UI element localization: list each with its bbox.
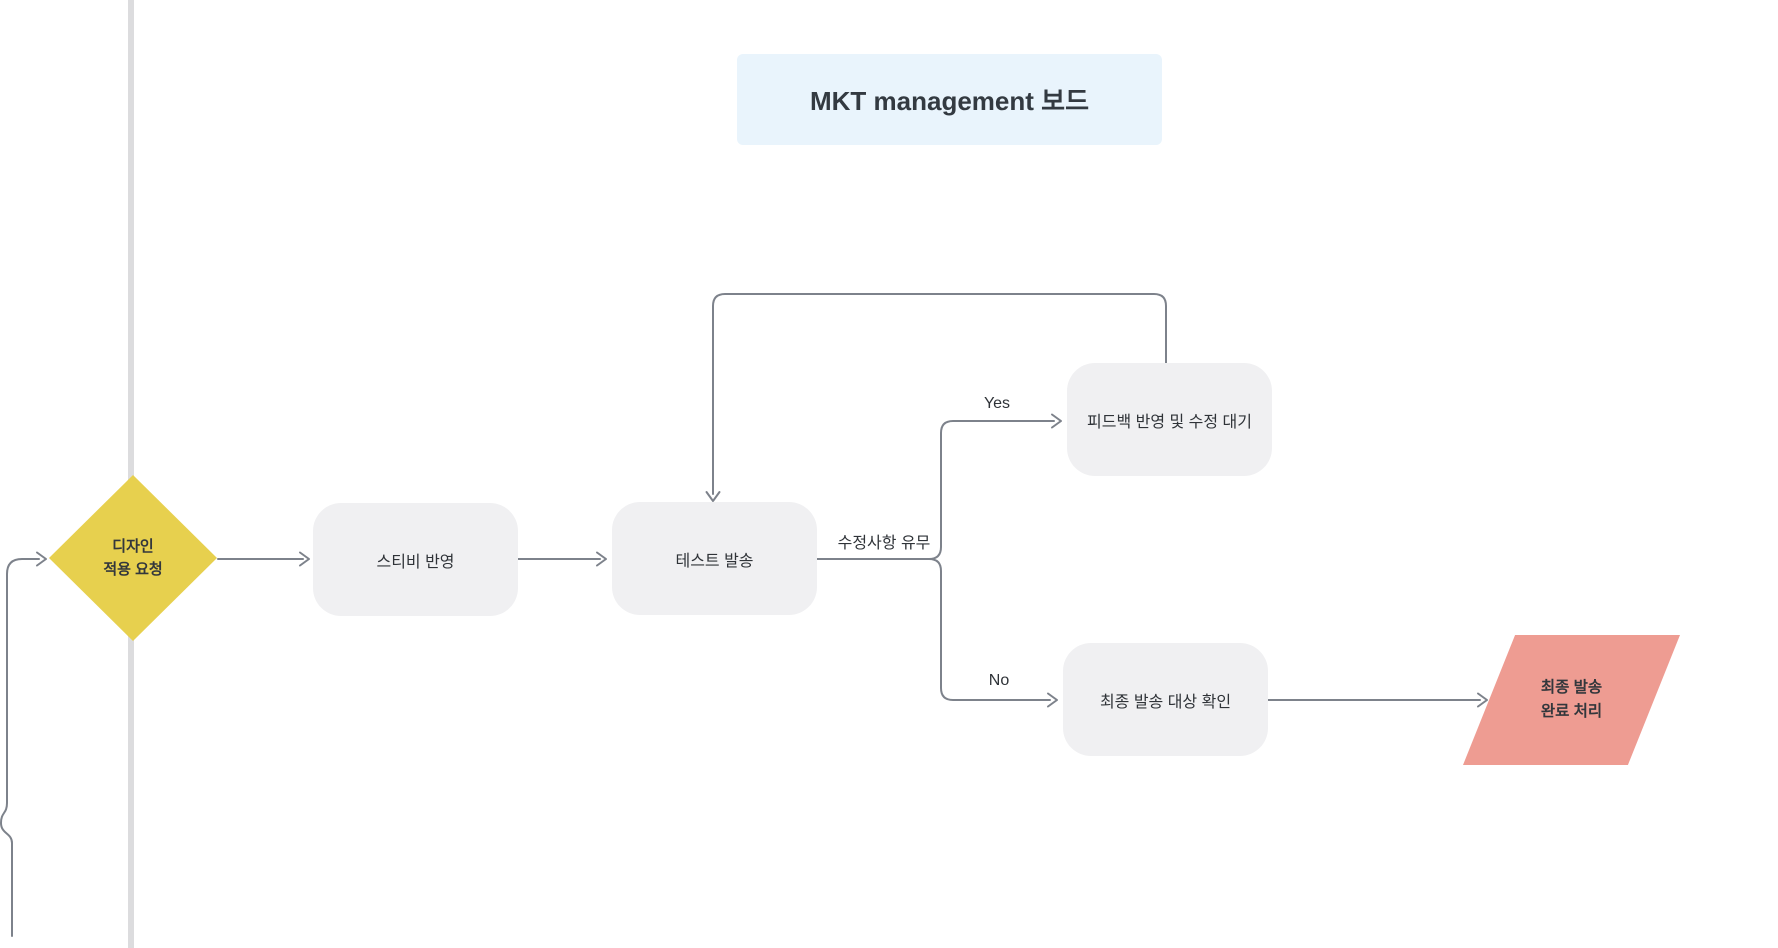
connector-test-to-final-no[interactable] — [816, 558, 1058, 708]
arrowhead-right-icon — [1477, 692, 1488, 708]
arrowhead-right-icon — [36, 551, 47, 567]
board-title-label: MKT management 보드 — [810, 86, 1089, 116]
connector-entry-to-design-request[interactable] — [0, 551, 47, 937]
test-send-label: 테스트 발송 — [675, 552, 754, 570]
edge-label-condition[interactable]: 수정사항 유무 — [837, 535, 931, 552]
connector-stibee-to-test[interactable] — [517, 551, 607, 567]
arrowhead-right-icon — [1051, 413, 1062, 429]
arrowhead-right-icon — [299, 551, 310, 567]
section-divider-line — [128, 0, 134, 948]
design-request-label: 디자인 적용 요청 — [103, 537, 163, 578]
arrowhead-right-icon — [1047, 692, 1058, 708]
node-design-request[interactable]: 디자인 적용 요청 — [49, 475, 217, 641]
edge-label-yes[interactable]: Yes — [983, 395, 1011, 412]
node-final-check[interactable]: 최종 발송 대상 확인 — [1063, 643, 1268, 756]
connector-final-check-to-final-done[interactable] — [1267, 692, 1488, 708]
connector-design-to-stibee[interactable] — [217, 551, 310, 567]
final-done-label: 최종 발송 완료 처리 — [1540, 678, 1603, 720]
node-stibee[interactable]: 스티비 반영 — [313, 503, 518, 616]
arrowhead-down-icon — [705, 491, 721, 502]
arrowhead-right-icon — [596, 551, 607, 567]
node-final-done[interactable]: 최종 발송 완료 처리 — [1463, 635, 1680, 765]
final-check-label: 최종 발송 대상 확인 — [1099, 693, 1232, 711]
node-test-send[interactable]: 테스트 발송 — [612, 502, 817, 615]
edge-label-no[interactable]: No — [988, 672, 1010, 689]
node-feedback-wait[interactable]: 피드백 반영 및 수정 대기 — [1067, 363, 1272, 476]
stibee-label: 스티비 반영 — [376, 553, 455, 571]
node-board-title[interactable]: MKT management 보드 — [737, 54, 1162, 145]
feedback-wait-label: 피드백 반영 및 수정 대기 — [1087, 413, 1252, 431]
